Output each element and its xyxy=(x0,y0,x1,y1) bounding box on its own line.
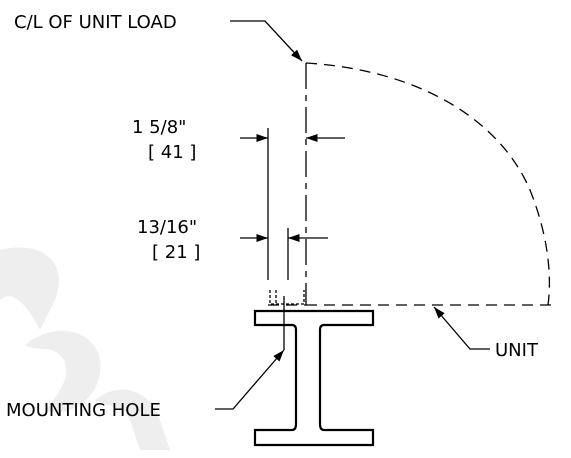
dimension-outer-mm: [ 41 ] xyxy=(148,142,196,163)
i-beam xyxy=(253,309,375,447)
mounting-hole-detail xyxy=(269,290,305,305)
unit-label: UNIT xyxy=(495,340,539,361)
unit-callout: UNIT xyxy=(433,306,539,361)
dimension-inner-mm: [ 21 ] xyxy=(152,242,200,263)
dimension-inner-inches: 13/16" xyxy=(137,217,197,238)
watermark xyxy=(0,247,170,450)
dimension-outer-inches: 1 5/8" xyxy=(132,117,186,138)
unit-outline xyxy=(268,62,553,306)
mounting-hole-callout: MOUNTING HOLE xyxy=(6,296,285,421)
mounting-hole-label: MOUNTING HOLE xyxy=(6,400,161,421)
centerline-callout: C/L OF UNIT LOAD xyxy=(14,12,303,62)
dimension-inner: 13/16" [ 21 ] xyxy=(137,217,328,263)
centerline-label: C/L OF UNIT LOAD xyxy=(14,12,177,33)
dimension-outer: 1 5/8" [ 41 ] xyxy=(132,117,345,163)
extension-lines xyxy=(267,128,289,280)
